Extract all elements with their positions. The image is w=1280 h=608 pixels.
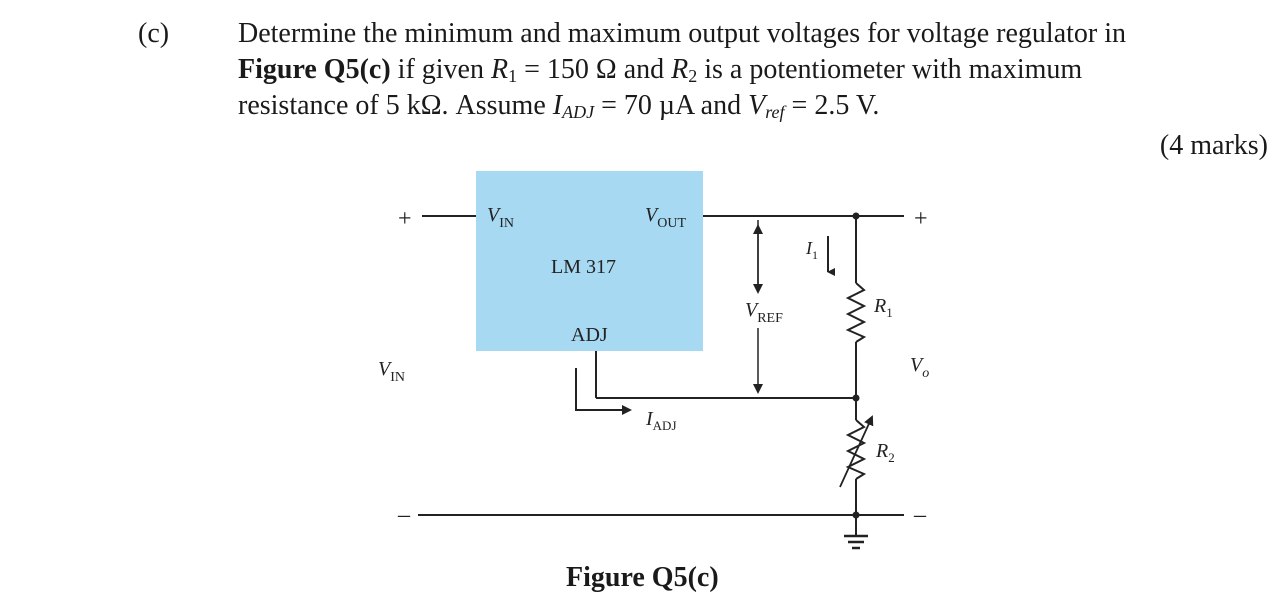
output-plus-sign: + (914, 206, 928, 232)
vout-pin-label: VOUT (645, 204, 686, 231)
r2-symbol: R (671, 54, 689, 85)
ground-icon (844, 534, 868, 550)
r2-label: R2 (875, 440, 895, 465)
r1-resistor (845, 282, 867, 343)
figure-caption: Figure Q5(c) (566, 562, 719, 593)
iadj-symbol: I (552, 90, 563, 121)
question-label: (c) (138, 18, 170, 49)
vref-label: VREF (745, 299, 783, 326)
i1-label: I1 (805, 238, 818, 262)
marks-label: (4 marks) (1159, 130, 1268, 161)
input-minus-sign: – (397, 502, 411, 528)
iadj-arrow (575, 368, 632, 415)
r2-potentiometer (845, 419, 867, 480)
question-text: Determine the minimum and maximum output… (238, 18, 1127, 122)
vin-input-label: VIN (378, 358, 405, 385)
r1-symbol: R (490, 54, 509, 85)
vref-symbol: V (748, 90, 766, 121)
lm317-chip (476, 171, 703, 351)
input-plus-sign: + (398, 206, 412, 232)
vin-pin-label: VIN (487, 204, 514, 231)
iadj-label: IADJ (645, 408, 677, 433)
question-line-1: Determine the minimum and maximum output… (238, 18, 1127, 49)
figure-reference: Figure Q5(c) (238, 54, 391, 85)
output-minus-sign: – (913, 502, 927, 528)
vo-output-label: Vo (910, 354, 929, 381)
adj-pin-label: ADJ (571, 324, 608, 346)
r1-label: R1 (873, 295, 893, 320)
chip-name: LM 317 (551, 256, 616, 278)
